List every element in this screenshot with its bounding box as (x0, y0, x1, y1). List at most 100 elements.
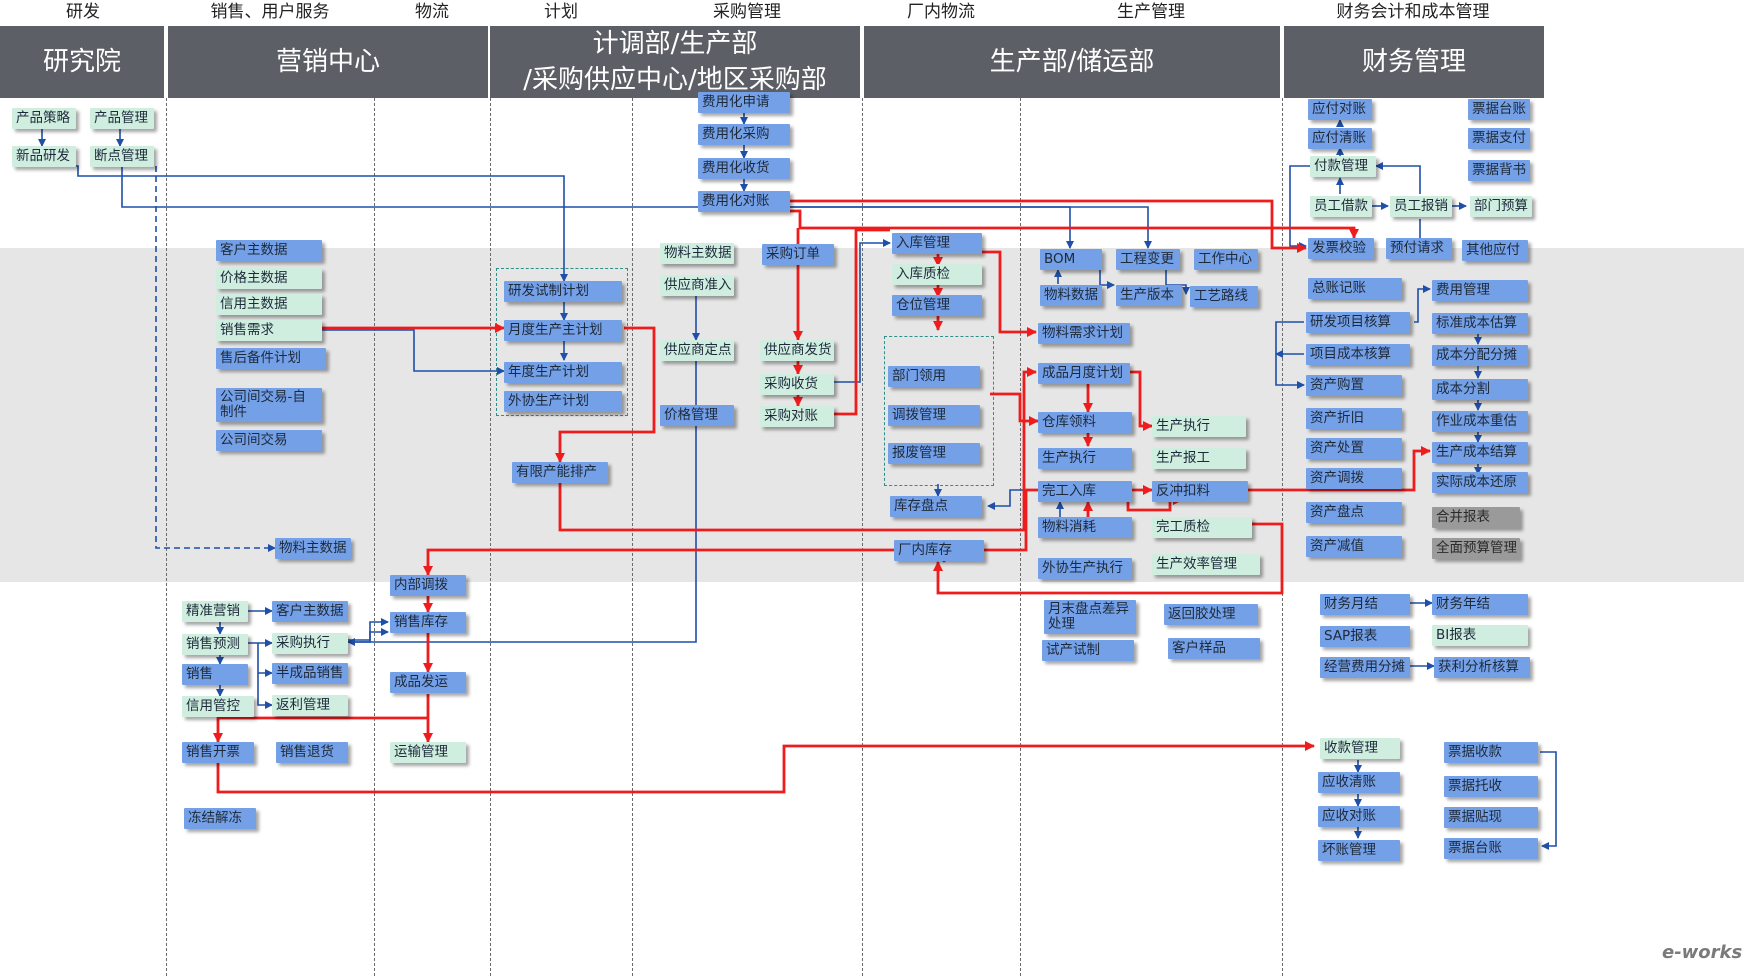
node-supplier-shipment[interactable]: 供应商发货 (760, 340, 834, 361)
node-asset-disposal[interactable]: 资产处置 (1306, 438, 1402, 459)
node-annual-production-plan[interactable]: 年度生产计划 (504, 362, 622, 383)
node-backflush[interactable]: 反冲扣料 (1152, 481, 1248, 502)
node-notes-endorsement[interactable]: 票据背书 (1468, 160, 1530, 181)
node-rebate-management[interactable]: 返利管理 (272, 695, 348, 716)
node-asset-count[interactable]: 资产盘点 (1306, 502, 1402, 523)
node-aftersales-parts-plan[interactable]: 售后备件计划 (216, 348, 326, 369)
node-comprehensive-budget[interactable]: 全面预算管理 (1432, 538, 1520, 559)
node-activity-cost-revaluation[interactable]: 作业成本重估 (1432, 411, 1528, 432)
node-scrap-management[interactable]: 报废管理 (888, 443, 980, 464)
node-finite-capacity-scheduling[interactable]: 有限产能排产 (512, 462, 608, 483)
node-outsourced-execution[interactable]: 外协生产执行 (1038, 558, 1132, 579)
node-sales[interactable]: 销售 (182, 664, 248, 685)
node-internal-transfer[interactable]: 内部调拨 (390, 575, 466, 596)
node-purchase-order[interactable]: 采购订单 (762, 244, 834, 265)
node-customer-samples[interactable]: 客户样品 (1168, 638, 1260, 659)
node-efficiency-management[interactable]: 生产效率管理 (1152, 554, 1260, 575)
node-precision-marketing[interactable]: 精准营销 (182, 601, 248, 622)
node-credit-control[interactable]: 信用管控 (182, 696, 254, 717)
node-material-consumption[interactable]: 物料消耗 (1038, 517, 1132, 538)
node-notes-receipt[interactable]: 票据收款 (1444, 742, 1538, 763)
node-asset-transfer[interactable]: 资产调拨 (1306, 468, 1402, 489)
node-sales-inventory[interactable]: 销售库存 (390, 612, 466, 633)
node-sales-demand[interactable]: 销售需求 (216, 320, 322, 341)
node-year-end-close[interactable]: 财务年结 (1432, 594, 1528, 615)
node-purchase-execution[interactable]: 采购执行 (272, 633, 348, 654)
node-operating-expense-allocation[interactable]: 经营费用分摊 (1320, 657, 1410, 678)
node-standard-cost-estimate[interactable]: 标准成本估算 (1432, 313, 1528, 334)
node-expense-management[interactable]: 费用管理 (1432, 280, 1528, 301)
node-cost-allocation[interactable]: 成本分配分摊 (1432, 345, 1528, 366)
node-notes-ledger-ar[interactable]: 票据台账 (1444, 838, 1538, 859)
node-ar-clearing[interactable]: 应收清账 (1318, 772, 1400, 793)
node-completion-receipt[interactable]: 完工入库 (1038, 481, 1132, 502)
node-customer-master-2[interactable]: 客户主数据 (272, 601, 348, 622)
node-bin-management[interactable]: 仓位管理 (892, 295, 982, 316)
node-finished-monthly-plan[interactable]: 成品月度计划 (1038, 363, 1130, 384)
node-expense-receipt[interactable]: 费用化收货 (698, 158, 790, 179)
node-notes-payment[interactable]: 票据支付 (1468, 128, 1530, 149)
node-trial-production[interactable]: 试产试制 (1042, 640, 1134, 661)
node-material-data[interactable]: 物料数据 (1040, 285, 1102, 306)
node-actual-cost-rollup[interactable]: 实际成本还原 (1432, 472, 1528, 493)
node-inventory-count[interactable]: 库存盘点 (890, 496, 982, 517)
node-production-execution-a[interactable]: 生产执行 (1038, 448, 1132, 469)
node-cost-split[interactable]: 成本分割 (1432, 379, 1528, 400)
node-purchase-receipt[interactable]: 采购收货 (760, 374, 834, 395)
node-asset-depreciation[interactable]: 资产折旧 (1306, 408, 1402, 429)
node-production-version[interactable]: 生产版本 (1116, 285, 1182, 306)
node-profitability-analysis[interactable]: 获利分析核算 (1434, 657, 1530, 678)
node-notes-discounting[interactable]: 票据贴现 (1444, 807, 1538, 828)
node-department-requisition[interactable]: 部门领用 (888, 366, 980, 387)
node-breakpoint-management[interactable]: 断点管理 (90, 146, 154, 167)
node-semifinished-sales[interactable]: 半成品销售 (272, 663, 348, 684)
node-customer-master[interactable]: 客户主数据 (216, 240, 322, 261)
node-mrp[interactable]: 物料需求计划 (1038, 323, 1130, 344)
node-ar-reconciliation[interactable]: 应收对账 (1318, 806, 1400, 827)
node-freeze-unfreeze[interactable]: 冻结解冻 (184, 808, 256, 829)
node-expense-reconciliation[interactable]: 费用化对账 (698, 191, 790, 212)
node-intercompany-inhouse[interactable]: 公司间交易-自制件 (216, 388, 322, 422)
node-production-execution-b[interactable]: 生产执行 (1152, 416, 1246, 437)
node-consolidated-statements[interactable]: 合并报表 (1432, 507, 1520, 528)
node-supplier-designation[interactable]: 供应商定点 (660, 340, 734, 361)
node-sales-return[interactable]: 销售退货 (276, 742, 348, 763)
node-ap-reconciliation[interactable]: 应付对账 (1308, 99, 1372, 120)
node-expense-purchase[interactable]: 费用化采购 (698, 124, 790, 145)
node-employee-loan[interactable]: 员工借款 (1310, 196, 1372, 217)
node-notes-collection[interactable]: 票据托收 (1444, 776, 1538, 797)
node-sales-forecast[interactable]: 销售预测 (182, 634, 248, 655)
node-inbound-inspection[interactable]: 入库质检 (892, 264, 982, 285)
node-asset-impairment[interactable]: 资产减值 (1306, 536, 1402, 557)
node-product-management[interactable]: 产品管理 (90, 108, 154, 129)
node-bom[interactable]: BOM (1040, 249, 1102, 270)
node-completion-inspection[interactable]: 完工质检 (1152, 517, 1252, 538)
node-product-strategy[interactable]: 产品策略 (12, 108, 76, 129)
node-price-management[interactable]: 价格管理 (660, 405, 734, 426)
node-sales-invoice[interactable]: 销售开票 (182, 742, 254, 763)
node-production-cost-settlement[interactable]: 生产成本结算 (1432, 442, 1528, 463)
node-warehouse-picking[interactable]: 仓库领料 (1038, 412, 1132, 433)
node-inbound-management[interactable]: 入库管理 (892, 233, 982, 254)
node-month-end-count-variance[interactable]: 月末盘点差异处理 (1044, 600, 1136, 634)
node-rd-project-accounting[interactable]: 研发项目核算 (1306, 312, 1410, 333)
node-credit-master[interactable]: 信用主数据 (216, 294, 322, 315)
node-notes-ledger-ap[interactable]: 票据台账 (1468, 99, 1530, 120)
node-production-report[interactable]: 生产报工 (1152, 448, 1246, 469)
node-payment-management[interactable]: 付款管理 (1310, 156, 1376, 177)
node-material-master-purchase[interactable]: 物料主数据 (660, 243, 734, 264)
node-material-master-sales[interactable]: 物料主数据 (275, 538, 351, 559)
node-bad-debt-management[interactable]: 坏账管理 (1318, 840, 1400, 861)
node-ap-clearing[interactable]: 应付清账 (1308, 128, 1372, 149)
node-collections-management[interactable]: 收款管理 (1320, 738, 1400, 759)
node-transfer-management[interactable]: 调拨管理 (888, 405, 980, 426)
node-month-end-close[interactable]: 财务月结 (1320, 594, 1410, 615)
node-gl-posting[interactable]: 总账记账 (1308, 278, 1402, 299)
node-project-cost-accounting[interactable]: 项目成本核算 (1306, 344, 1410, 365)
node-prepayment-request[interactable]: 预付请求 (1386, 238, 1452, 259)
node-routing[interactable]: 工艺路线 (1190, 286, 1258, 307)
node-department-budget[interactable]: 部门预算 (1470, 196, 1532, 217)
node-intercompany-trade[interactable]: 公司间交易 (216, 430, 322, 451)
node-return-rubber[interactable]: 返回胶处理 (1164, 604, 1258, 625)
node-engineering-change[interactable]: 工程变更 (1116, 249, 1180, 270)
